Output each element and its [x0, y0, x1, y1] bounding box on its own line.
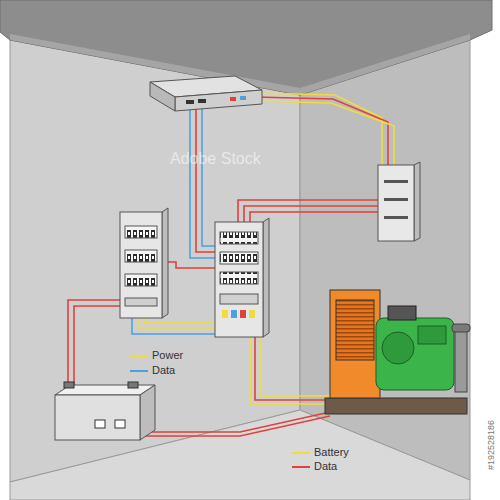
board-side — [263, 218, 269, 337]
stock-id: #192528186 — [486, 420, 496, 470]
data-wire — [255, 97, 388, 166]
panel-strip — [384, 216, 408, 219]
power-wire — [255, 101, 394, 166]
breaker-row — [220, 252, 258, 264]
controller-front — [175, 90, 262, 111]
legend-swatch — [130, 355, 148, 357]
side-wall — [300, 40, 470, 480]
back-wall — [10, 40, 300, 482]
distribution-board — [120, 212, 162, 318]
data-wire — [238, 200, 378, 222]
power-wire — [250, 337, 330, 404]
panel-strip — [384, 180, 408, 183]
engine-part — [388, 306, 416, 320]
panel-side — [414, 162, 420, 241]
power-wire — [260, 337, 330, 396]
exhaust-cap — [452, 324, 470, 332]
legend-swatch — [292, 466, 310, 468]
controller-port — [198, 99, 206, 103]
breaker-row — [125, 250, 157, 262]
generator-base — [325, 398, 467, 414]
power-wire — [144, 317, 224, 337]
breaker-row — [125, 274, 157, 286]
terminal — [249, 310, 255, 318]
legend-label: Power — [152, 349, 183, 362]
watermark: Adobe Stock — [170, 150, 261, 168]
terminal-strip — [125, 298, 157, 306]
terminal — [240, 310, 246, 318]
alternator — [382, 332, 414, 364]
controller-side — [150, 82, 175, 111]
controller-port — [230, 97, 236, 101]
controller-port — [240, 96, 246, 100]
data-wire — [74, 306, 120, 386]
radiator-housing — [330, 290, 380, 398]
exhaust-pipe — [455, 330, 467, 392]
panel-strip — [384, 198, 408, 201]
battery-terminal — [128, 382, 138, 388]
data-wire — [255, 337, 330, 400]
terminal — [222, 310, 228, 318]
board-side — [162, 208, 168, 318]
engine-block — [376, 318, 454, 390]
legend-label: Data — [152, 364, 175, 377]
controller-port — [186, 100, 194, 104]
legend-label: Data — [314, 460, 337, 473]
data-wire — [244, 206, 378, 222]
data-wire — [202, 108, 215, 246]
legend-swatch — [292, 452, 310, 454]
wall-panel — [378, 165, 414, 241]
breaker-row — [220, 272, 258, 284]
radiator-grille — [336, 300, 374, 360]
battery-side — [140, 385, 155, 440]
battery-terminal — [64, 382, 74, 388]
distribution-board — [215, 222, 263, 337]
data-wire — [145, 416, 330, 436]
data-wire — [68, 300, 120, 386]
battery — [55, 395, 140, 440]
legend-label: Battery — [314, 446, 349, 459]
battery-symbol — [95, 420, 105, 428]
data-wire — [196, 109, 215, 252]
legend-swatch — [130, 370, 148, 372]
breaker-row — [220, 232, 258, 244]
breaker-row — [125, 226, 157, 238]
engine-part — [418, 326, 446, 344]
power-wire — [255, 93, 382, 166]
data-wire — [162, 262, 215, 268]
terminal — [231, 310, 237, 318]
ceiling-slab — [0, 0, 492, 95]
battery-symbol — [115, 420, 125, 428]
terminal-strip — [220, 294, 258, 304]
